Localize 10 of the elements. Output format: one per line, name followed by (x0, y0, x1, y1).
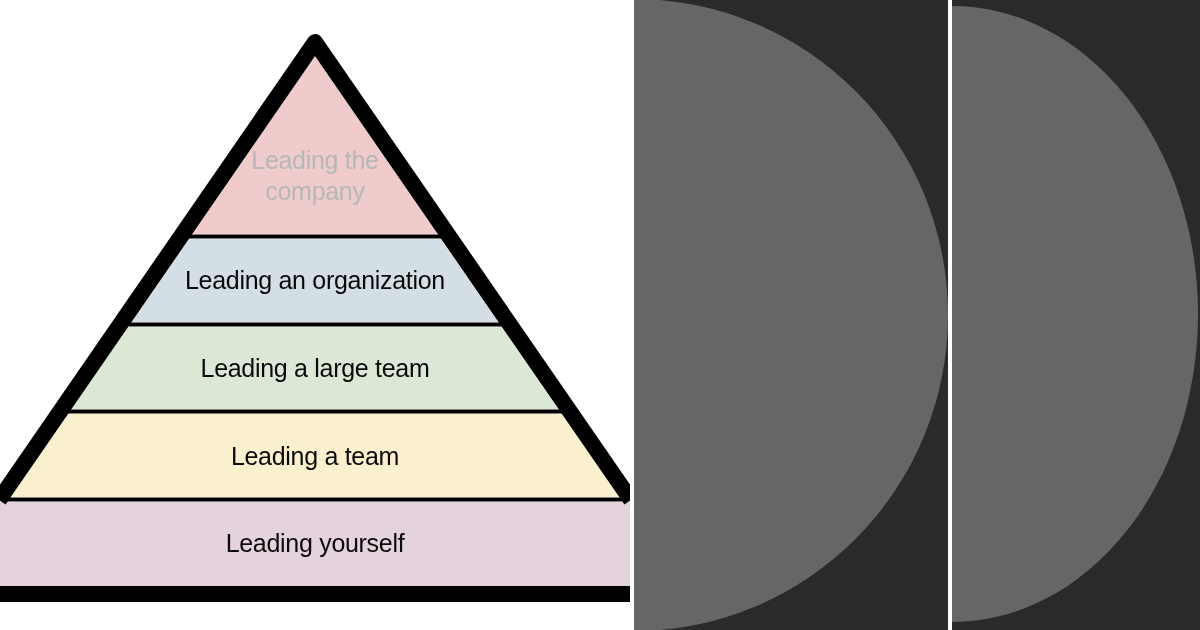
tier-label: Leading the company (250, 145, 380, 207)
pyramid-tier (0, 502, 630, 586)
tier-label: Leading yourself (225, 527, 405, 559)
tier-label: Leading a team (230, 440, 400, 472)
pyramid-tier (10, 414, 620, 497)
pyramid-tier (192, 56, 438, 234)
pyramid-tier (131, 239, 499, 322)
tier-label: Leading a large team (200, 352, 430, 384)
tier-label: Leading an organization (185, 264, 445, 296)
pyramid-tier (71, 327, 559, 409)
